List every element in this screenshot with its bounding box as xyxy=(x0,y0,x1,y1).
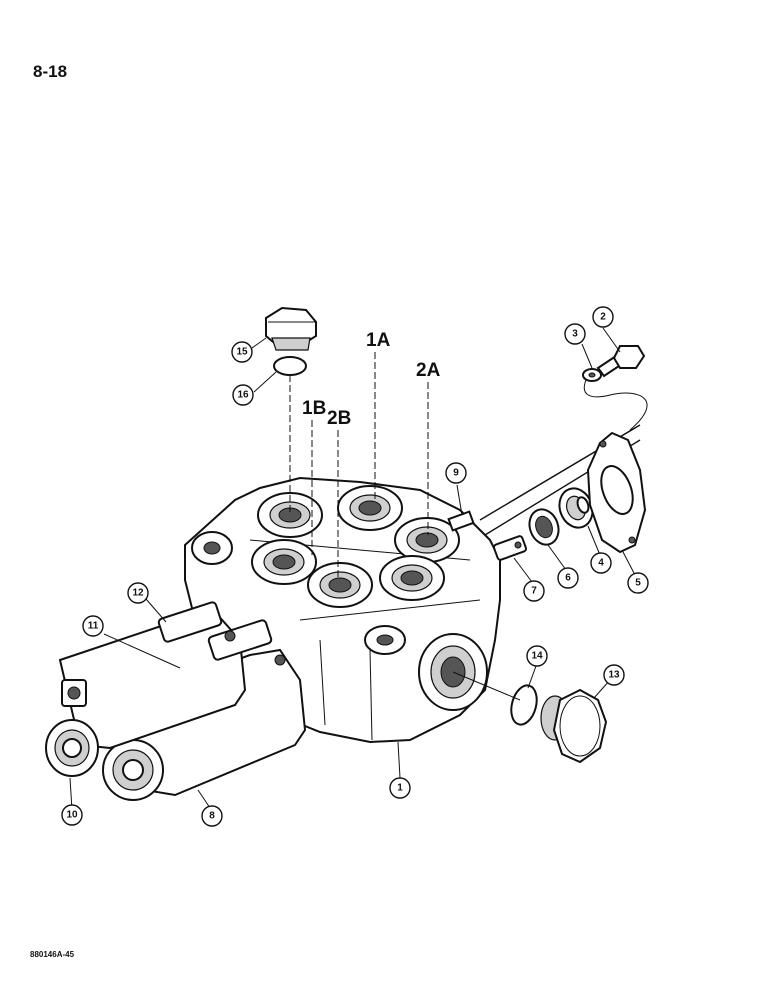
figure-id: 880146A-45 xyxy=(30,950,75,959)
svg-text:7: 7 xyxy=(531,586,537,597)
callout-16: 16 xyxy=(232,384,254,406)
svg-text:15: 15 xyxy=(236,347,248,358)
callout-15: 15 xyxy=(231,341,253,363)
callout-14: 14 xyxy=(526,645,548,667)
callout-11: 11 xyxy=(82,615,104,637)
port-label-2b: 2B xyxy=(327,408,351,429)
callout-10: 10 xyxy=(61,804,83,826)
oring-14 xyxy=(510,684,538,726)
svg-text:3: 3 xyxy=(572,329,578,340)
port-label-2a: 2A xyxy=(416,360,441,381)
callout-13: 13 xyxy=(603,664,625,686)
svg-text:1: 1 xyxy=(397,783,403,794)
plate-5 xyxy=(586,431,647,554)
callout-6: 6 xyxy=(557,567,579,589)
plug-13 xyxy=(540,688,608,764)
leader-lines xyxy=(69,327,636,811)
assembly-line-bolt xyxy=(583,379,648,431)
port-label-1a: 1A xyxy=(366,330,391,351)
callout-12: 12 xyxy=(127,582,149,604)
oring-16 xyxy=(273,356,307,376)
svg-text:16: 16 xyxy=(237,390,249,401)
svg-text:14: 14 xyxy=(531,651,543,662)
washer-3 xyxy=(582,368,602,382)
callout-5: 5 xyxy=(627,572,649,594)
svg-text:8: 8 xyxy=(209,811,215,822)
svg-text:2: 2 xyxy=(600,312,606,323)
svg-text:5: 5 xyxy=(635,578,641,589)
callout-8: 8 xyxy=(201,805,223,827)
seal-6 xyxy=(528,508,560,546)
svg-text:4: 4 xyxy=(598,558,604,569)
svg-text:9: 9 xyxy=(453,468,459,479)
top-ports xyxy=(251,485,460,608)
svg-text:13: 13 xyxy=(608,670,620,681)
callout-1: 1 xyxy=(389,777,411,799)
port-label-1b: 1B xyxy=(302,398,326,419)
svg-text:6: 6 xyxy=(565,573,571,584)
callout-4: 4 xyxy=(590,552,612,574)
page-number: 8-18 xyxy=(33,62,68,81)
bolt-2 xyxy=(596,345,646,378)
svg-text:12: 12 xyxy=(132,588,144,599)
svg-text:11: 11 xyxy=(88,621,99,632)
callout-9: 9 xyxy=(445,462,467,484)
plug-15 xyxy=(265,306,317,351)
callout-3: 3 xyxy=(564,323,586,345)
solenoid-10 xyxy=(45,610,247,777)
svg-text:10: 10 xyxy=(66,810,78,821)
solenoid-tubes xyxy=(157,601,286,666)
callout-7: 7 xyxy=(523,580,545,602)
callout-2: 2 xyxy=(592,306,614,328)
